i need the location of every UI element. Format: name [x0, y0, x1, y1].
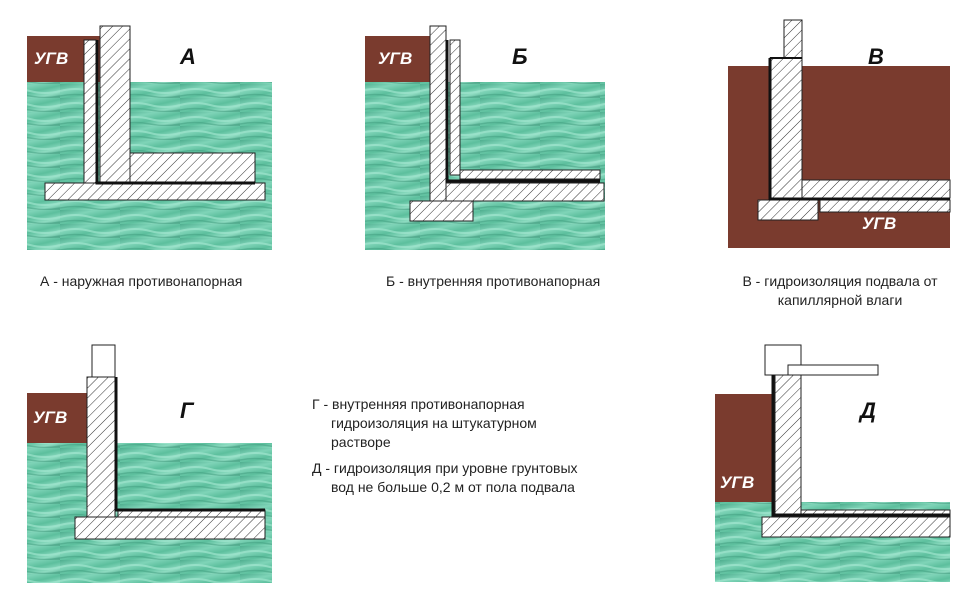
legend-d-line1: Д - гидроизоляция при уровне грунтовых [312, 460, 578, 476]
waterproofing-line [445, 40, 600, 183]
protective-wall [83, 39, 97, 184]
panel-b [365, 25, 605, 250]
soil-block [715, 394, 772, 502]
soil-area [728, 66, 950, 248]
basement-wall [429, 25, 447, 202]
pressure-floor [459, 169, 601, 180]
upper-wall [91, 344, 116, 378]
basement-wall [99, 25, 131, 184]
panel-b-letter: Б [512, 44, 528, 69]
waterproofing-line [768, 58, 950, 201]
upper-wall [783, 19, 803, 59]
foundation-slab [44, 182, 266, 201]
pressure-wall [449, 39, 461, 176]
basement-floor [129, 152, 256, 184]
panel-g-letter: Г [180, 398, 194, 423]
legend-d-line2: вод не больше 0,2 м от пола подвала [331, 479, 575, 495]
waterproofing-line [114, 377, 265, 512]
panel-d [715, 344, 951, 582]
panel-a-letter: А [180, 44, 196, 69]
panel-d-letter: Д [860, 398, 876, 423]
panel-b-ugv-label: УГВ [378, 49, 413, 68]
overhang-slab [787, 364, 879, 376]
basement-wall [86, 376, 116, 518]
panel-a [27, 25, 272, 250]
basement-wall [774, 374, 802, 516]
groundwater-area [365, 82, 605, 250]
waterproofing-line [771, 375, 950, 517]
panel-d-ugv-label: УГВ [720, 473, 755, 492]
panel-v-letter: В [868, 44, 884, 69]
foundation-slab [445, 182, 605, 202]
waterproofing-line [95, 40, 255, 185]
panel-v [728, 19, 951, 248]
panel-b-caption: Б - внутренняя противонапорная [386, 273, 601, 289]
legend-g-line2: гидроизоляция на штукатурном [331, 415, 537, 431]
panel-v-ugv-label: УГВ [862, 214, 897, 233]
foundation-slab [74, 516, 266, 540]
legend-g-line3: растворе [331, 434, 391, 450]
footing [757, 199, 819, 221]
basement-floor [801, 179, 951, 199]
soil-block [27, 393, 87, 443]
panel-v-caption-line2: капиллярной влаги [777, 292, 903, 308]
panel-v-caption-line1: В - гидроизоляция подвала от [742, 273, 938, 289]
foundation-slab [761, 516, 951, 538]
basement-wall [769, 57, 803, 199]
panel-a-ugv-label: УГВ [34, 49, 69, 68]
panel-a-caption: А - наружная противонапорная [40, 273, 243, 289]
panel-g [27, 344, 272, 583]
concrete-prep [819, 199, 951, 213]
footing [409, 200, 474, 222]
soil-block [365, 36, 430, 82]
legend-g-line1: Г - внутренняя противонапорная [312, 396, 525, 412]
panel-g-ugv-label: УГВ [33, 408, 68, 427]
